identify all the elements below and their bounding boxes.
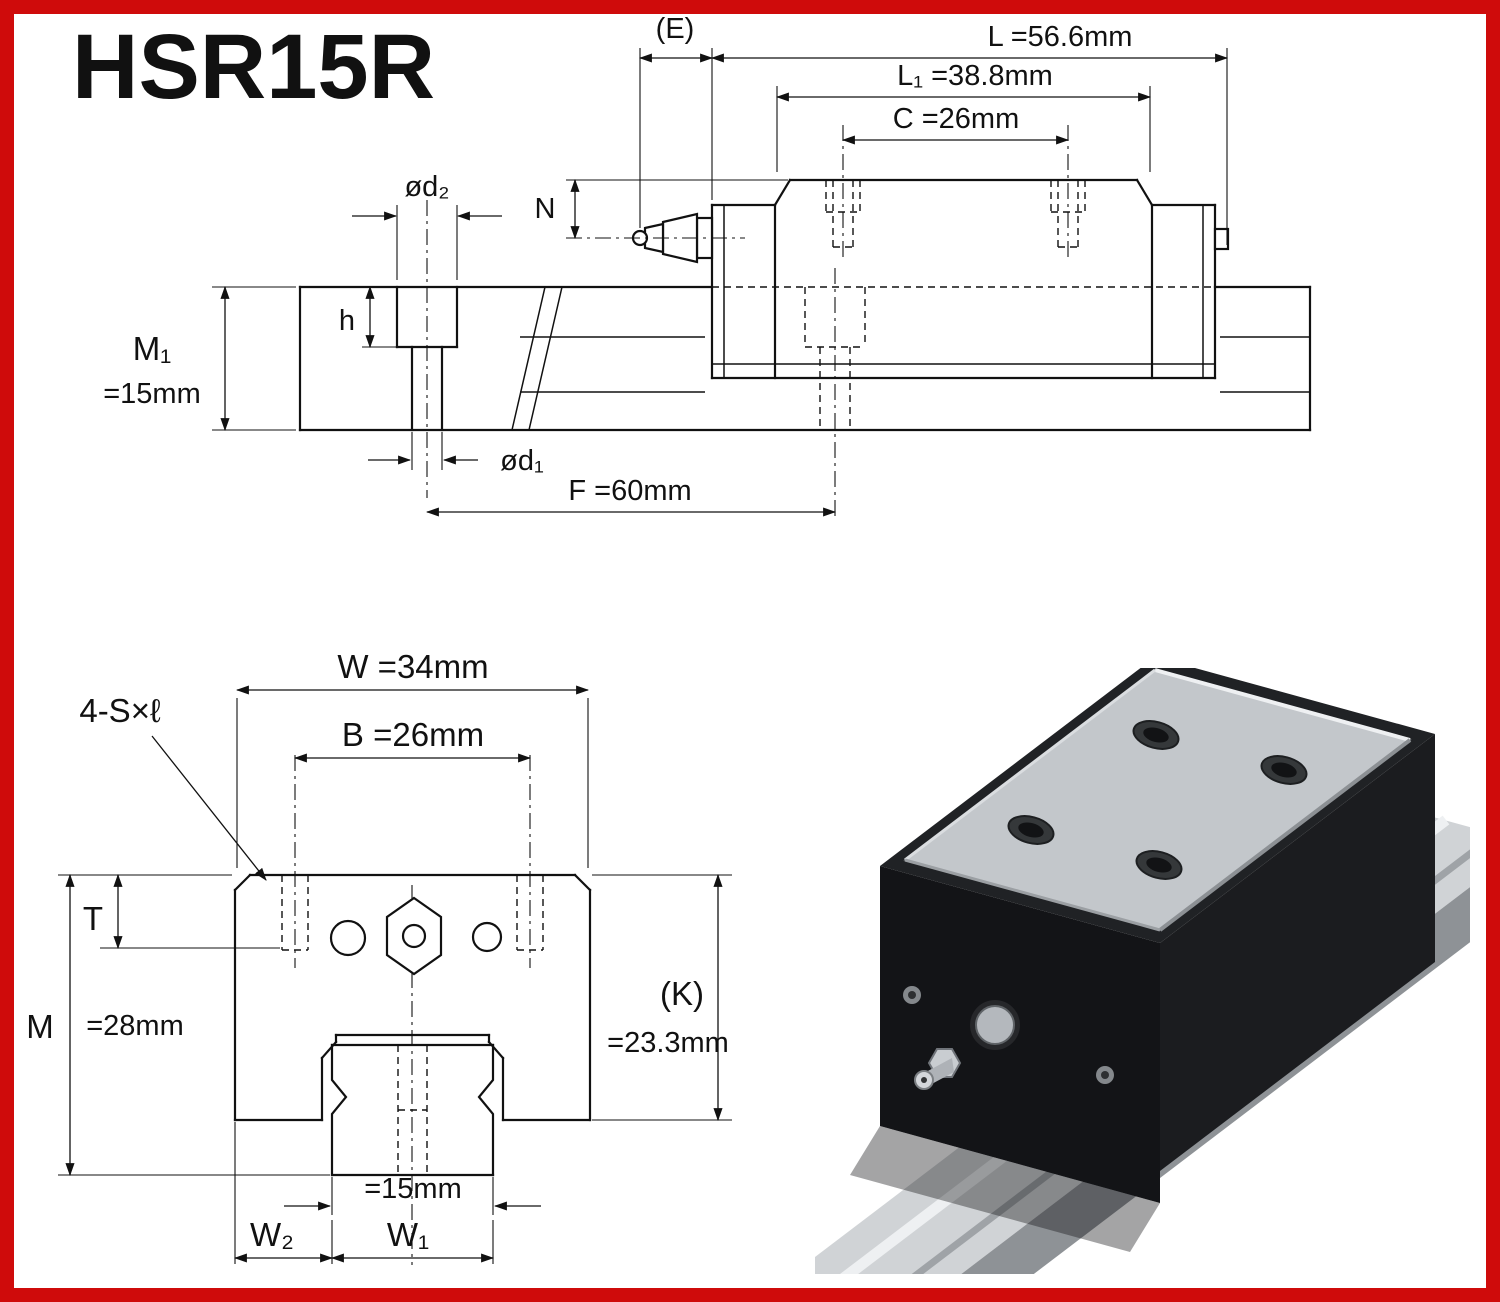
- dim-label-N: N: [535, 193, 556, 225]
- rail-hole-hidden: [804, 268, 866, 520]
- dim-label-h: h: [339, 305, 355, 337]
- dim-label-M: M: [26, 1008, 54, 1045]
- dim-label-L: L =56.6mm: [988, 21, 1133, 53]
- dim-value-K: =23.3mm: [607, 1027, 729, 1059]
- dim-label-T: T: [83, 900, 103, 937]
- photo-plate-holes: [1007, 720, 1308, 880]
- page-title: HSR15R: [72, 16, 435, 118]
- rail-side-view: [298, 285, 1312, 432]
- dim-label-F: F =60mm: [568, 475, 691, 507]
- block-bolt-holes-side-view: [825, 125, 1086, 262]
- carriage-block-front-view: [233, 873, 592, 1122]
- photo-block: [880, 668, 1435, 1203]
- photo-block-shadow: [850, 1126, 1160, 1252]
- dim-label-d1: ød₁: [500, 445, 544, 477]
- dim-label-B: B =26mm: [342, 716, 484, 753]
- block-bolt-holes-front-view: [281, 755, 544, 968]
- grease-nipple-side-view: [566, 212, 745, 264]
- dim-label-W: W =34mm: [337, 648, 488, 685]
- dim-label-K: (K): [660, 975, 704, 1012]
- side-view-dimensions: (E) L =56.6mm L₁ =38.8mm C =26mm N ød₂: [103, 13, 1229, 517]
- photo-block-end-face: [880, 866, 1160, 1203]
- grease-nipple-front-view: [329, 896, 503, 976]
- dim-label-L1: L₁ =38.8mm: [897, 60, 1053, 92]
- dim-label-C: C =26mm: [893, 103, 1020, 135]
- dim-label-W1: W₁: [387, 1216, 429, 1253]
- dim-value-M: =28mm: [86, 1010, 184, 1042]
- dim-label-d2: ød₂: [404, 171, 449, 203]
- dim-label-E: (E): [656, 13, 695, 45]
- rail-hole-counterbore: [395, 200, 459, 498]
- front-view-dimensions: W =34mm B =26mm 4-S×ℓ T M =28mm (K) =23.…: [26, 648, 732, 1264]
- dim-label-M1: M₁: [133, 330, 172, 367]
- photo-block-side-face: [1160, 734, 1435, 1171]
- dim-value-rail-width: =15mm: [364, 1173, 462, 1205]
- photo-end-face-details: [903, 986, 1114, 1090]
- front-view-drawing: W =34mm B =26mm 4-S×ℓ T M =28mm (K) =23.…: [26, 648, 732, 1265]
- end-stub: [1213, 227, 1230, 251]
- dim-label-S: 4-S×ℓ: [79, 692, 161, 729]
- carriage-block-side-view: [710, 178, 1230, 380]
- photo-grease-nipple: [914, 1000, 1020, 1090]
- dim-value-M1: =15mm: [103, 378, 201, 410]
- dim-label-W2: W₂: [250, 1216, 294, 1253]
- product-photo: [815, 668, 1470, 1274]
- side-view-drawing: (E) L =56.6mm L₁ =38.8mm C =26mm N ød₂: [103, 13, 1312, 520]
